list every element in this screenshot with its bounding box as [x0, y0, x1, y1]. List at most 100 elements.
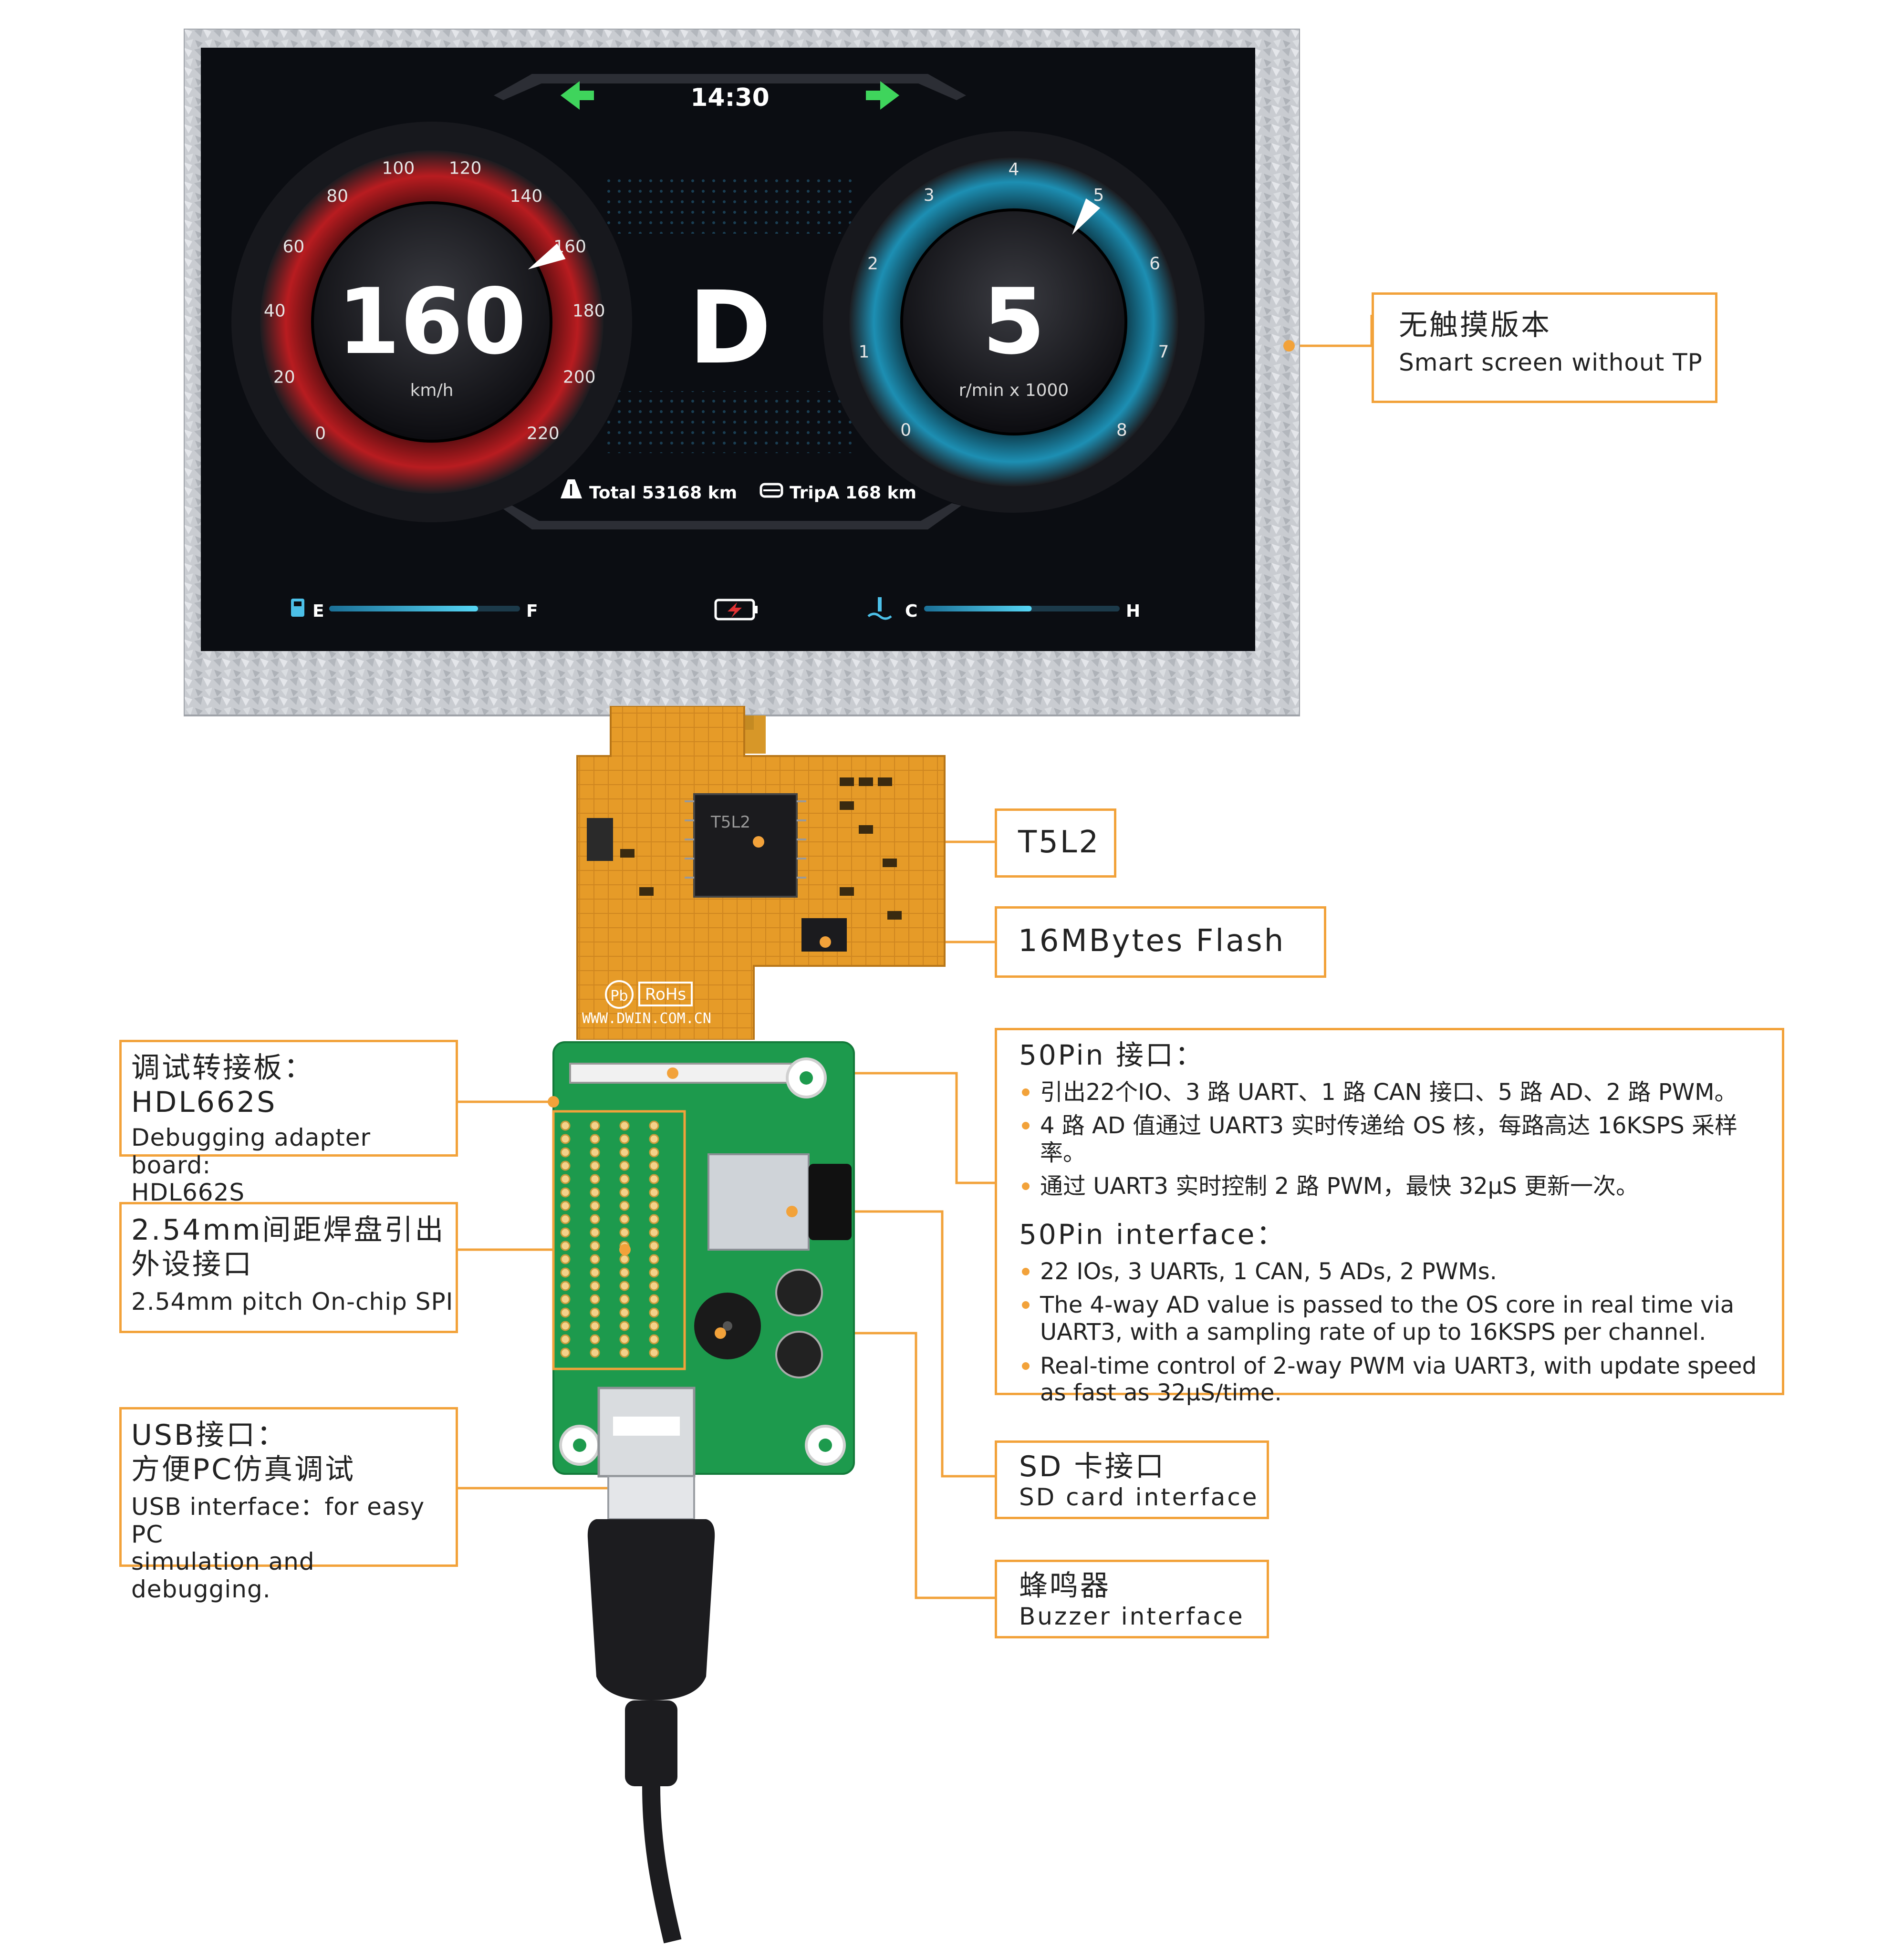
temperature-icon	[867, 597, 892, 620]
rohs-mark	[638, 982, 693, 1006]
pin-pad	[560, 1187, 571, 1198]
sd-card	[809, 1164, 852, 1240]
pin-pad	[649, 1347, 659, 1358]
label-pitch-zh-2: 外设接口	[131, 1248, 253, 1281]
battery-icon	[714, 599, 758, 621]
speed-value: 160	[337, 269, 527, 374]
pin-pad	[560, 1174, 571, 1184]
website-text: WWW.DWIN.COM.CN	[582, 1010, 711, 1027]
t5l2-chip	[693, 793, 798, 898]
pin-pad	[619, 1160, 630, 1171]
pin-pad	[560, 1241, 571, 1251]
label-adapter-en-2: HDL662S	[131, 1179, 245, 1206]
pin-pad	[590, 1347, 600, 1358]
pin-pad	[560, 1134, 571, 1144]
callout-dot-t5l2	[753, 836, 764, 848]
pin-pad	[560, 1267, 571, 1278]
label-50pin-zh-item: 4 路 AD 值通过 UART3 实时传递给 OS 核，每路高达 16KSPS …	[1019, 1112, 1768, 1166]
adapter-board	[552, 1041, 855, 1478]
callout-dot-50pin	[667, 1067, 678, 1079]
gauge-tick-label: 80	[326, 186, 348, 206]
pin-pad	[590, 1227, 600, 1238]
fuel-bar-fill	[329, 606, 478, 611]
rohs-text: RoHs	[645, 985, 686, 1004]
pin-pad	[590, 1174, 600, 1184]
pin-pad	[619, 1254, 630, 1264]
label-t5l2-text: T5L2	[1018, 825, 1101, 860]
pin-pad	[590, 1214, 600, 1224]
top-bezel	[494, 74, 966, 100]
total-odometer: Total 53168 km	[589, 483, 737, 503]
controller-board: T5L2 Pb RoHs WWW.DWIN.COM.CN	[576, 706, 946, 1040]
dot-field-top	[603, 172, 852, 234]
rpm-unit: r/min x 1000	[959, 381, 1069, 400]
label-adapter: 调试转接板：HDL662S Debugging adapter board: H…	[119, 1040, 458, 1206]
label-50pin-zh-item: 通过 UART3 实时控制 2 路 PWM，最快 32μS 更新一次。	[1019, 1173, 1768, 1200]
label-pitch-en: 2.54mm pitch On-chip SPI	[131, 1288, 454, 1315]
pin-pad	[560, 1160, 571, 1171]
label-flash-text: 16MBytes Flash	[1018, 923, 1286, 959]
pin-pad	[590, 1267, 600, 1278]
fuel-high-label: F	[526, 601, 538, 621]
chip-marking: T5L2	[710, 813, 750, 832]
pin-pad	[560, 1334, 571, 1345]
pin-pad	[649, 1214, 659, 1224]
pin-pad	[560, 1147, 571, 1158]
temp-low-label: C	[905, 601, 917, 621]
gauge-tick-label: 3	[924, 186, 935, 205]
pin-pad	[560, 1294, 571, 1305]
gauge-tick-label: 8	[1116, 420, 1127, 440]
pin-pad	[649, 1307, 659, 1318]
gauge-tick-label: 180	[572, 301, 605, 321]
pin-pad	[649, 1241, 659, 1251]
pin-pad	[649, 1147, 659, 1158]
gauge-tick-label: 7	[1158, 342, 1169, 362]
callout-dot-no-tp	[1283, 340, 1295, 352]
pin-pad	[619, 1334, 630, 1345]
callout-line-no-tp	[1288, 315, 1373, 347]
pin-pad	[649, 1134, 659, 1144]
gauge-tick-label: 4	[1009, 160, 1020, 179]
pin-pad	[560, 1307, 571, 1318]
label-no-tp-zh: 无触摸版本	[1399, 309, 1551, 342]
label-pitch-zh-1: 2.54mm间距焊盘引出	[131, 1213, 446, 1247]
label-adapter-en-1: Debugging adapter board:	[131, 1124, 371, 1179]
pin-pad	[649, 1201, 659, 1211]
gauge-tick-label: 140	[510, 186, 542, 206]
gauge-tick-label: 100	[382, 159, 415, 178]
pin-pad	[590, 1134, 600, 1144]
callout-line-sd	[792, 1210, 996, 1478]
pin-pad	[649, 1187, 659, 1198]
pin-pad	[590, 1201, 600, 1211]
label-50pin-zh-list: 引出22个IO、3 路 UART、1 路 CAN 接口、5 路 AD、2 路 P…	[1019, 1079, 1768, 1201]
pin-pad	[649, 1267, 659, 1278]
pin-pad	[619, 1347, 630, 1358]
pin-pad	[619, 1267, 630, 1278]
usb-cable-wire	[642, 1786, 682, 1944]
pin-pad	[619, 1147, 630, 1158]
speed-unit: km/h	[410, 381, 454, 400]
speed-pointer	[528, 243, 566, 269]
pin-pad	[590, 1294, 600, 1305]
pin-pad	[649, 1174, 659, 1184]
pin-pad	[619, 1227, 630, 1238]
pin-header-outline	[552, 1110, 686, 1370]
pin-pad	[590, 1120, 600, 1131]
usb-plug-body	[587, 1519, 715, 1700]
pin-pad	[590, 1254, 600, 1264]
label-usb-en-2: simulation and debugging.	[131, 1548, 315, 1603]
gauge-tick-label: 1	[859, 342, 870, 362]
label-buzzer-en: Buzzer interface	[1019, 1603, 1245, 1630]
trip-odometer: TripA 168 km	[790, 483, 916, 503]
callout-dot-adapter	[548, 1096, 559, 1108]
label-t5l2: T5L2	[995, 808, 1116, 878]
pin-pad	[560, 1120, 571, 1131]
bottom-bezel	[499, 503, 961, 529]
capacitor	[775, 1269, 823, 1316]
pin-pads	[560, 1120, 659, 1358]
pin-pad	[619, 1174, 630, 1184]
pin-pad	[590, 1321, 600, 1331]
pin-pad	[649, 1120, 659, 1131]
callout-dot-flash	[820, 936, 831, 948]
left-arrow-icon	[561, 81, 594, 110]
